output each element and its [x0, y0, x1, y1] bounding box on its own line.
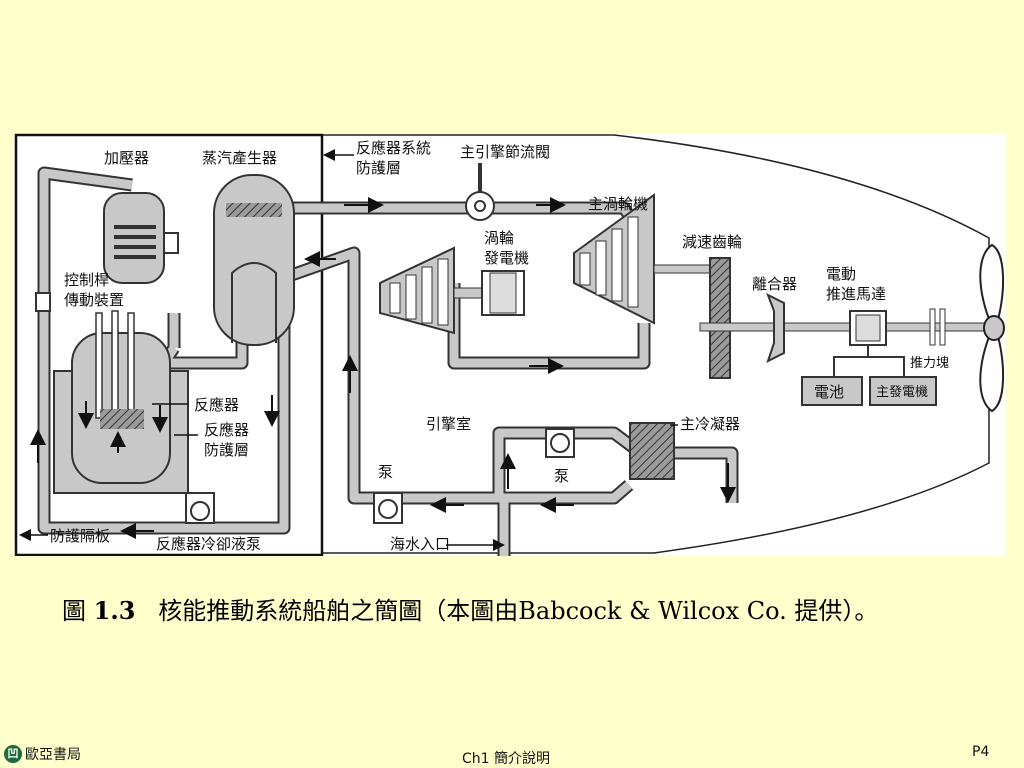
reduction-gear	[709, 257, 731, 379]
footer-chapter: Ch1 簡介說明	[462, 751, 551, 767]
upper-pump	[545, 428, 575, 458]
footer-publisher: 凹歐亞書局	[4, 744, 81, 766]
label-battery: 電池	[814, 383, 844, 401]
diagram-svg: 加壓器 蒸汽產生器 反應器系統防護層 主引擎節流閥 主渦輪機 渦輪發電機 減速齒…	[14, 133, 1005, 556]
caption-prefix: 圖	[62, 597, 94, 625]
main-generator-box	[869, 376, 937, 406]
coolant-pump	[185, 492, 215, 524]
thrust-block	[929, 308, 946, 346]
label-pump-lower: 泵	[554, 467, 569, 485]
propulsion-diagram: 加壓器 蒸汽產生器 反應器系統防護層 主引擎節流閥 主渦輪機 渦輪發電機 減速齒…	[14, 133, 1006, 556]
caption-text: 核能推動系統船舶之簡圖（本圖由Babcock & Wilcox Co. 提供）。	[135, 597, 879, 625]
label-seawater-inlet: 海水入口	[390, 535, 450, 553]
propeller	[979, 243, 1005, 413]
label-coolant-pump: 反應器冷卻液泵	[156, 535, 261, 553]
main-throttle-valve	[465, 163, 495, 221]
steam-generator	[213, 174, 295, 346]
hull-outline	[322, 134, 990, 554]
label-electric-motor: 電動推進馬達	[826, 265, 886, 303]
label-reactor-system-shield: 反應器系統防護層	[356, 139, 431, 177]
label-bulkhead: 防護隔板	[50, 527, 110, 545]
page-number: P4	[972, 744, 990, 760]
label-control-rod-drive: 控制桿傳動裝置	[64, 271, 124, 309]
publisher-name: 歐亞書局	[25, 747, 81, 763]
diagram-labels: 加壓器 蒸汽產生器 反應器系統防護層 主引擎節流閥 主渦輪機 渦輪發電機 減速齒…	[50, 139, 949, 553]
electric-motor	[833, 310, 905, 377]
label-reduction-gear: 減速齒輪	[682, 233, 742, 251]
label-engine-room: 引擎室	[426, 415, 471, 433]
pressurizer	[103, 192, 179, 284]
publisher-logo-icon: 凹	[4, 745, 22, 763]
reactor-vessel	[53, 310, 189, 494]
lower-pump	[373, 492, 403, 524]
label-turbo-generator: 渦輪發電機	[484, 229, 529, 267]
main-condenser	[629, 422, 675, 480]
leader-lines	[19, 149, 678, 551]
label-reactor-shield: 反應器防護層	[204, 421, 249, 459]
label-main-turbine: 主渦輪機	[588, 195, 648, 213]
figure-caption: 圖 1.3 核能推動系統船舶之簡圖（本圖由Babcock & Wilcox Co…	[62, 592, 962, 630]
label-main-condenser: 主冷凝器	[680, 415, 740, 433]
main-turbine	[573, 193, 711, 325]
flow-arrows	[30, 197, 736, 539]
label-main-generator: 主發電機	[876, 385, 928, 400]
label-steam-generator: 蒸汽產生器	[202, 149, 277, 167]
turbo-generator-turbine	[379, 246, 525, 335]
label-main-throttle: 主引擎節流閥	[460, 143, 550, 161]
battery-box	[801, 376, 863, 406]
control-rod-drive-box	[35, 292, 51, 312]
label-thrust-block: 推力塊	[910, 355, 949, 371]
label-pressurizer: 加壓器	[104, 149, 149, 167]
caption-number: 1.3	[93, 596, 136, 625]
label-reactor: 反應器	[194, 396, 239, 414]
label-pump-upper: 泵	[378, 463, 393, 481]
label-clutch: 離合器	[752, 275, 797, 293]
